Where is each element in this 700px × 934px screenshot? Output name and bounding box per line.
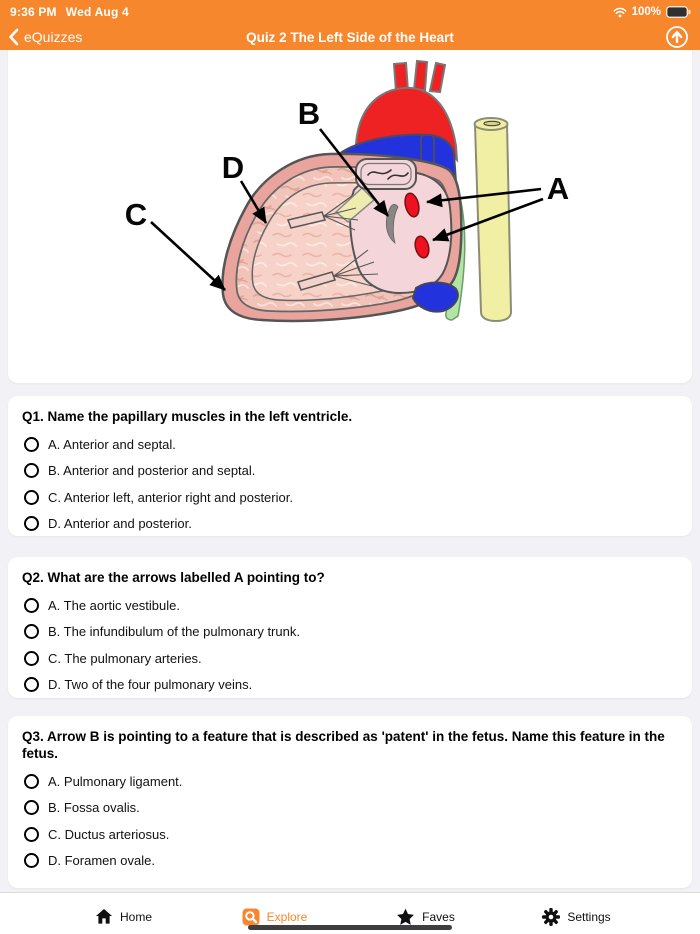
battery-percent: 100% — [631, 6, 661, 18]
tab-label: Settings — [567, 909, 611, 924]
answer-option[interactable]: B. Anterior and posterior and septal. — [24, 458, 678, 485]
diagram-label-b: B — [298, 96, 320, 131]
option-label: A. Pulmonary ligament. — [48, 773, 183, 789]
home-indicator[interactable] — [248, 925, 452, 930]
option-label: C. Anterior left, anterior right and pos… — [48, 489, 293, 505]
yellow-vessel-shape — [473, 117, 513, 323]
radio-button[interactable] — [24, 489, 39, 505]
answer-option[interactable]: C. Anterior left, anterior right and pos… — [24, 484, 678, 511]
circle-arrow-up-icon — [666, 26, 688, 48]
diagram-label-d: D — [222, 150, 244, 185]
tab-label: Faves — [422, 909, 455, 924]
chevron-left-icon — [9, 28, 19, 46]
diagram-label-c: C — [125, 197, 147, 232]
tab-settings[interactable]: Settings — [501, 899, 652, 934]
option-label: D. Anterior and posterior. — [48, 516, 192, 532]
answer-option[interactable]: D. Anterior and posterior. — [24, 511, 678, 537]
answer-option[interactable]: B. The infundibulum of the pulmonary tru… — [24, 619, 678, 646]
radio-button[interactable] — [24, 650, 39, 666]
home-icon — [95, 909, 112, 924]
pulmonary-vein-openings-shape — [404, 192, 430, 259]
answer-option[interactable]: A. Pulmonary ligament. — [24, 768, 678, 795]
tab-home[interactable]: Home — [48, 899, 199, 934]
option-label: B. Anterior and posterior and septal. — [48, 463, 256, 479]
answer-option[interactable]: D. Foramen ovale. — [24, 848, 678, 875]
answer-option[interactable]: D. Two of the four pulmonary veins. — [24, 672, 678, 699]
header: 9:36 PM Wed Aug 4 100% — [0, 0, 700, 50]
wifi-icon — [613, 7, 627, 17]
option-label: D. Two of the four pulmonary veins. — [48, 677, 253, 693]
option-label: A. Anterior and septal. — [48, 436, 176, 452]
aorta-branches-shape — [392, 59, 447, 94]
radio-button[interactable] — [24, 800, 39, 816]
inferior-vessel-shape — [411, 281, 459, 313]
answer-option[interactable]: C. Ductus arteriosus. — [24, 821, 678, 848]
explore-icon — [242, 908, 260, 925]
tab-explore[interactable]: Explore — [199, 899, 350, 934]
radio-button[interactable] — [24, 516, 39, 532]
answer-option[interactable]: C. The pulmonary arteries. — [24, 645, 678, 672]
image-card: A B C D — [8, 7, 692, 383]
radio-button[interactable] — [24, 436, 39, 452]
tab-label: Home — [119, 909, 152, 924]
radio-button[interactable] — [24, 677, 39, 693]
nav-bar: eQuizzes Quiz 2 The Left Side of the Hea… — [0, 24, 700, 50]
tab-faves[interactable]: Faves — [350, 899, 501, 934]
answer-option[interactable]: A. The aortic vestibule. — [24, 592, 678, 619]
answer-option[interactable]: B. Fossa ovalis. — [24, 795, 678, 822]
option-label: C. Ductus arteriosus. — [48, 826, 170, 842]
status-bar: 9:36 PM Wed Aug 4 100% — [0, 0, 700, 24]
back-button[interactable]: eQuizzes — [8, 24, 82, 50]
question-title: Q2. What are the arrows labelled A point… — [22, 570, 325, 585]
question-title: Q3. Arrow B is pointing to a feature tha… — [22, 729, 665, 761]
star-icon — [397, 908, 415, 925]
tab-bar: Home Explore Faves — [0, 892, 700, 934]
radio-button[interactable] — [24, 597, 39, 613]
option-label: A. The aortic vestibule. — [48, 597, 180, 613]
question-title: Q1. Name the papillary muscles in the le… — [22, 409, 353, 424]
page-title: Quiz 2 The Left Side of the Heart — [246, 29, 454, 45]
status-time: 9:36 PM — [10, 5, 57, 19]
radio-button[interactable] — [24, 773, 39, 789]
fossa-smudge-shape — [385, 204, 399, 245]
diagram-label-a: A — [547, 171, 569, 206]
option-label: B. Fossa ovalis. — [48, 800, 140, 816]
option-label: D. Foramen ovale. — [48, 853, 155, 869]
label-arrows — [150, 128, 544, 291]
submit-button[interactable] — [665, 25, 689, 49]
back-label: eQuizzes — [24, 29, 83, 45]
question-card-2: Q2. What are the arrows labelled A point… — [8, 557, 692, 698]
battery-icon — [666, 6, 691, 18]
option-label: B. The infundibulum of the pulmonary tru… — [48, 624, 300, 640]
radio-button[interactable] — [24, 826, 39, 842]
status-date: Wed Aug 4 — [65, 5, 129, 19]
heart-diagram: A B C D — [125, 59, 569, 323]
papillary-muscles-shape — [286, 195, 379, 291]
radio-button[interactable] — [24, 463, 39, 479]
tab-label: Explore — [266, 909, 308, 924]
question-card-1: Q1. Name the papillary muscles in the le… — [8, 396, 692, 536]
gear-icon — [542, 907, 561, 926]
radio-button[interactable] — [24, 624, 39, 640]
question-card-3: Q3. Arrow B is pointing to a feature tha… — [8, 716, 692, 888]
option-label: C. The pulmonary arteries. — [48, 650, 202, 666]
radio-button[interactable] — [24, 853, 39, 869]
answer-option[interactable]: A. Anterior and septal. — [24, 431, 678, 458]
